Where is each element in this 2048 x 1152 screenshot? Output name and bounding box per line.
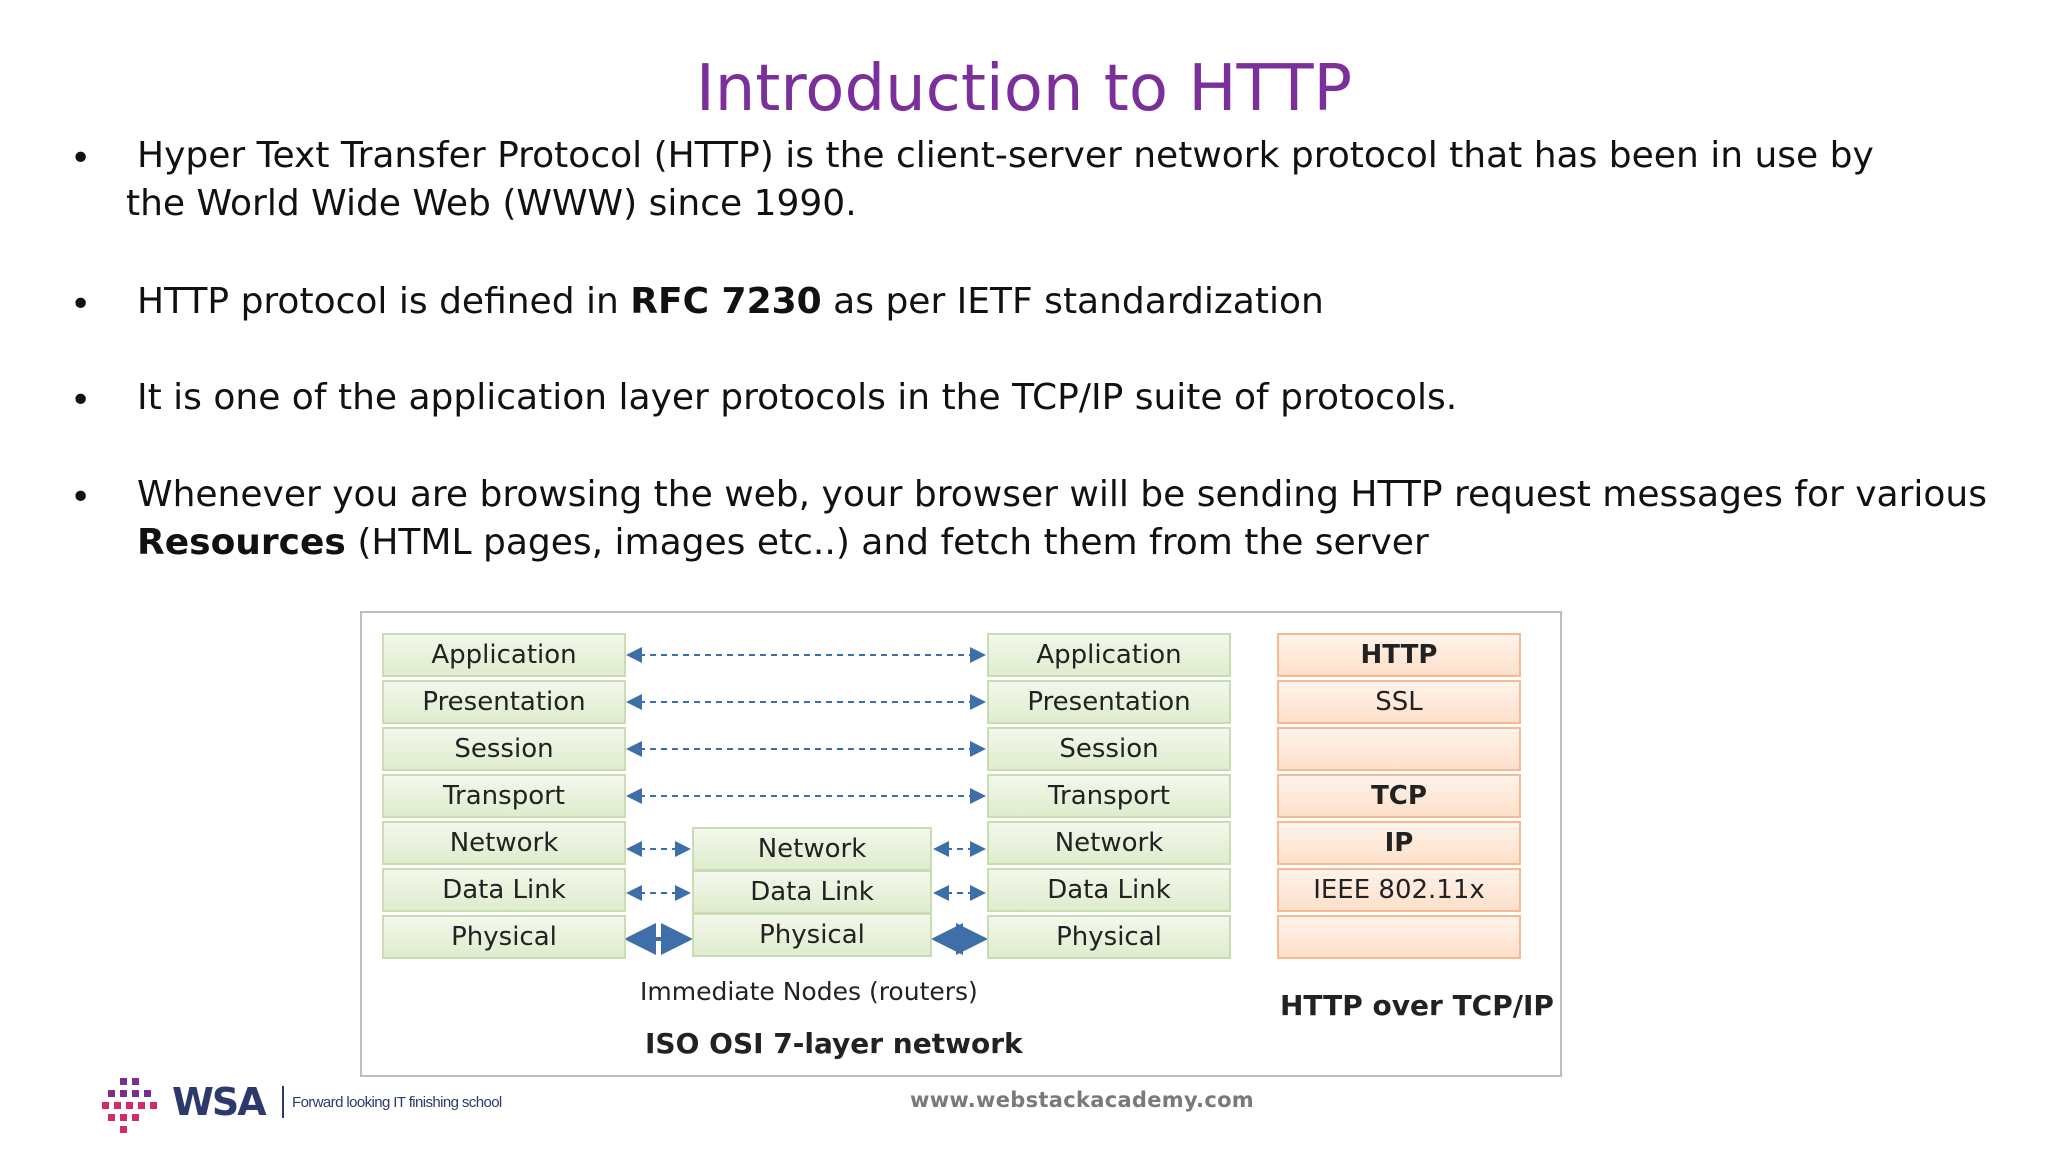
logo-divider [282,1086,284,1118]
bullet-text: Whenever you are browsing the web, your … [137,474,1987,515]
bullet-dot: • [70,380,92,421]
tcpip-layer-http: HTTP [1277,633,1521,677]
bullet-text: It is one of the application layer proto… [137,377,1458,418]
osi-layer-data-link: Data Link [382,868,626,912]
bullet-text-bold: RFC 7230 [630,281,822,322]
osi-tcpip-diagram: Application Presentation Session Transpo… [360,611,1562,1077]
logo-tagline: Forward looking IT finishing school [292,1094,502,1111]
tcpip-caption: HTTP over TCP/IP [1280,989,1554,1022]
router-caption: Immediate Nodes (routers) [640,977,978,1006]
tcpip-layer-ieee: IEEE 802.11x [1277,868,1521,912]
bullet-text-continued: Resources (HTML pages, images etc..) and… [137,519,1429,567]
osi-layer-physical: Physical [382,915,626,959]
router-layer-network: Network [692,827,932,871]
osi-layer-transport: Transport [987,774,1231,818]
tcpip-layer-ip: IP [1277,821,1521,865]
osi-caption: ISO OSI 7-layer network [645,1027,1023,1060]
bullet-text: HTTP protocol is defined in RFC 7230 as … [137,278,1324,326]
osi-layer-presentation: Presentation [382,680,626,724]
wsa-logo: WSA Forward looking IT finishing school [102,1076,522,1136]
bullet-dot: • [70,477,92,518]
osi-layer-application: Application [382,633,626,677]
bullet-text: Hyper Text Transfer Protocol (HTTP) is t… [137,135,1874,176]
bullet-text-part: (HTML pages, images etc..) and fetch the… [345,522,1429,563]
bullet-dot: • [70,138,92,179]
osi-layer-network: Network [382,821,626,865]
osi-layer-transport: Transport [382,774,626,818]
tcpip-layer-tcp: TCP [1277,774,1521,818]
osi-layer-application: Application [987,633,1231,677]
bullet-text-part: HTTP protocol is defined in [137,281,631,322]
bullet-text-continued: the World Wide Web (WWW) since 1990. [126,183,857,224]
logo-wordmark: WSA [172,1080,267,1124]
osi-layer-session: Session [987,727,1231,771]
osi-layer-session: Session [382,727,626,771]
tcpip-layer-ssl: SSL [1277,680,1521,724]
osi-layer-data-link: Data Link [987,868,1231,912]
logo-dots-icon [102,1078,157,1133]
router-layer-data-link: Data Link [692,870,932,914]
slide-title: Introduction to HTTP [695,52,1353,126]
osi-layer-physical: Physical [987,915,1231,959]
tcpip-layer-empty [1277,915,1521,959]
diagram-arrows [624,647,988,955]
bullet-text-bold: Resources [137,522,346,563]
osi-layer-presentation: Presentation [987,680,1231,724]
osi-layer-network: Network [987,821,1231,865]
footer-url: www.webstackacademy.com [910,1088,1254,1112]
bullet-dot: • [70,284,92,325]
router-layer-physical: Physical [692,913,932,957]
tcpip-layer-empty [1277,727,1521,771]
bullet-text-part: as per IETF standardization [821,281,1324,322]
